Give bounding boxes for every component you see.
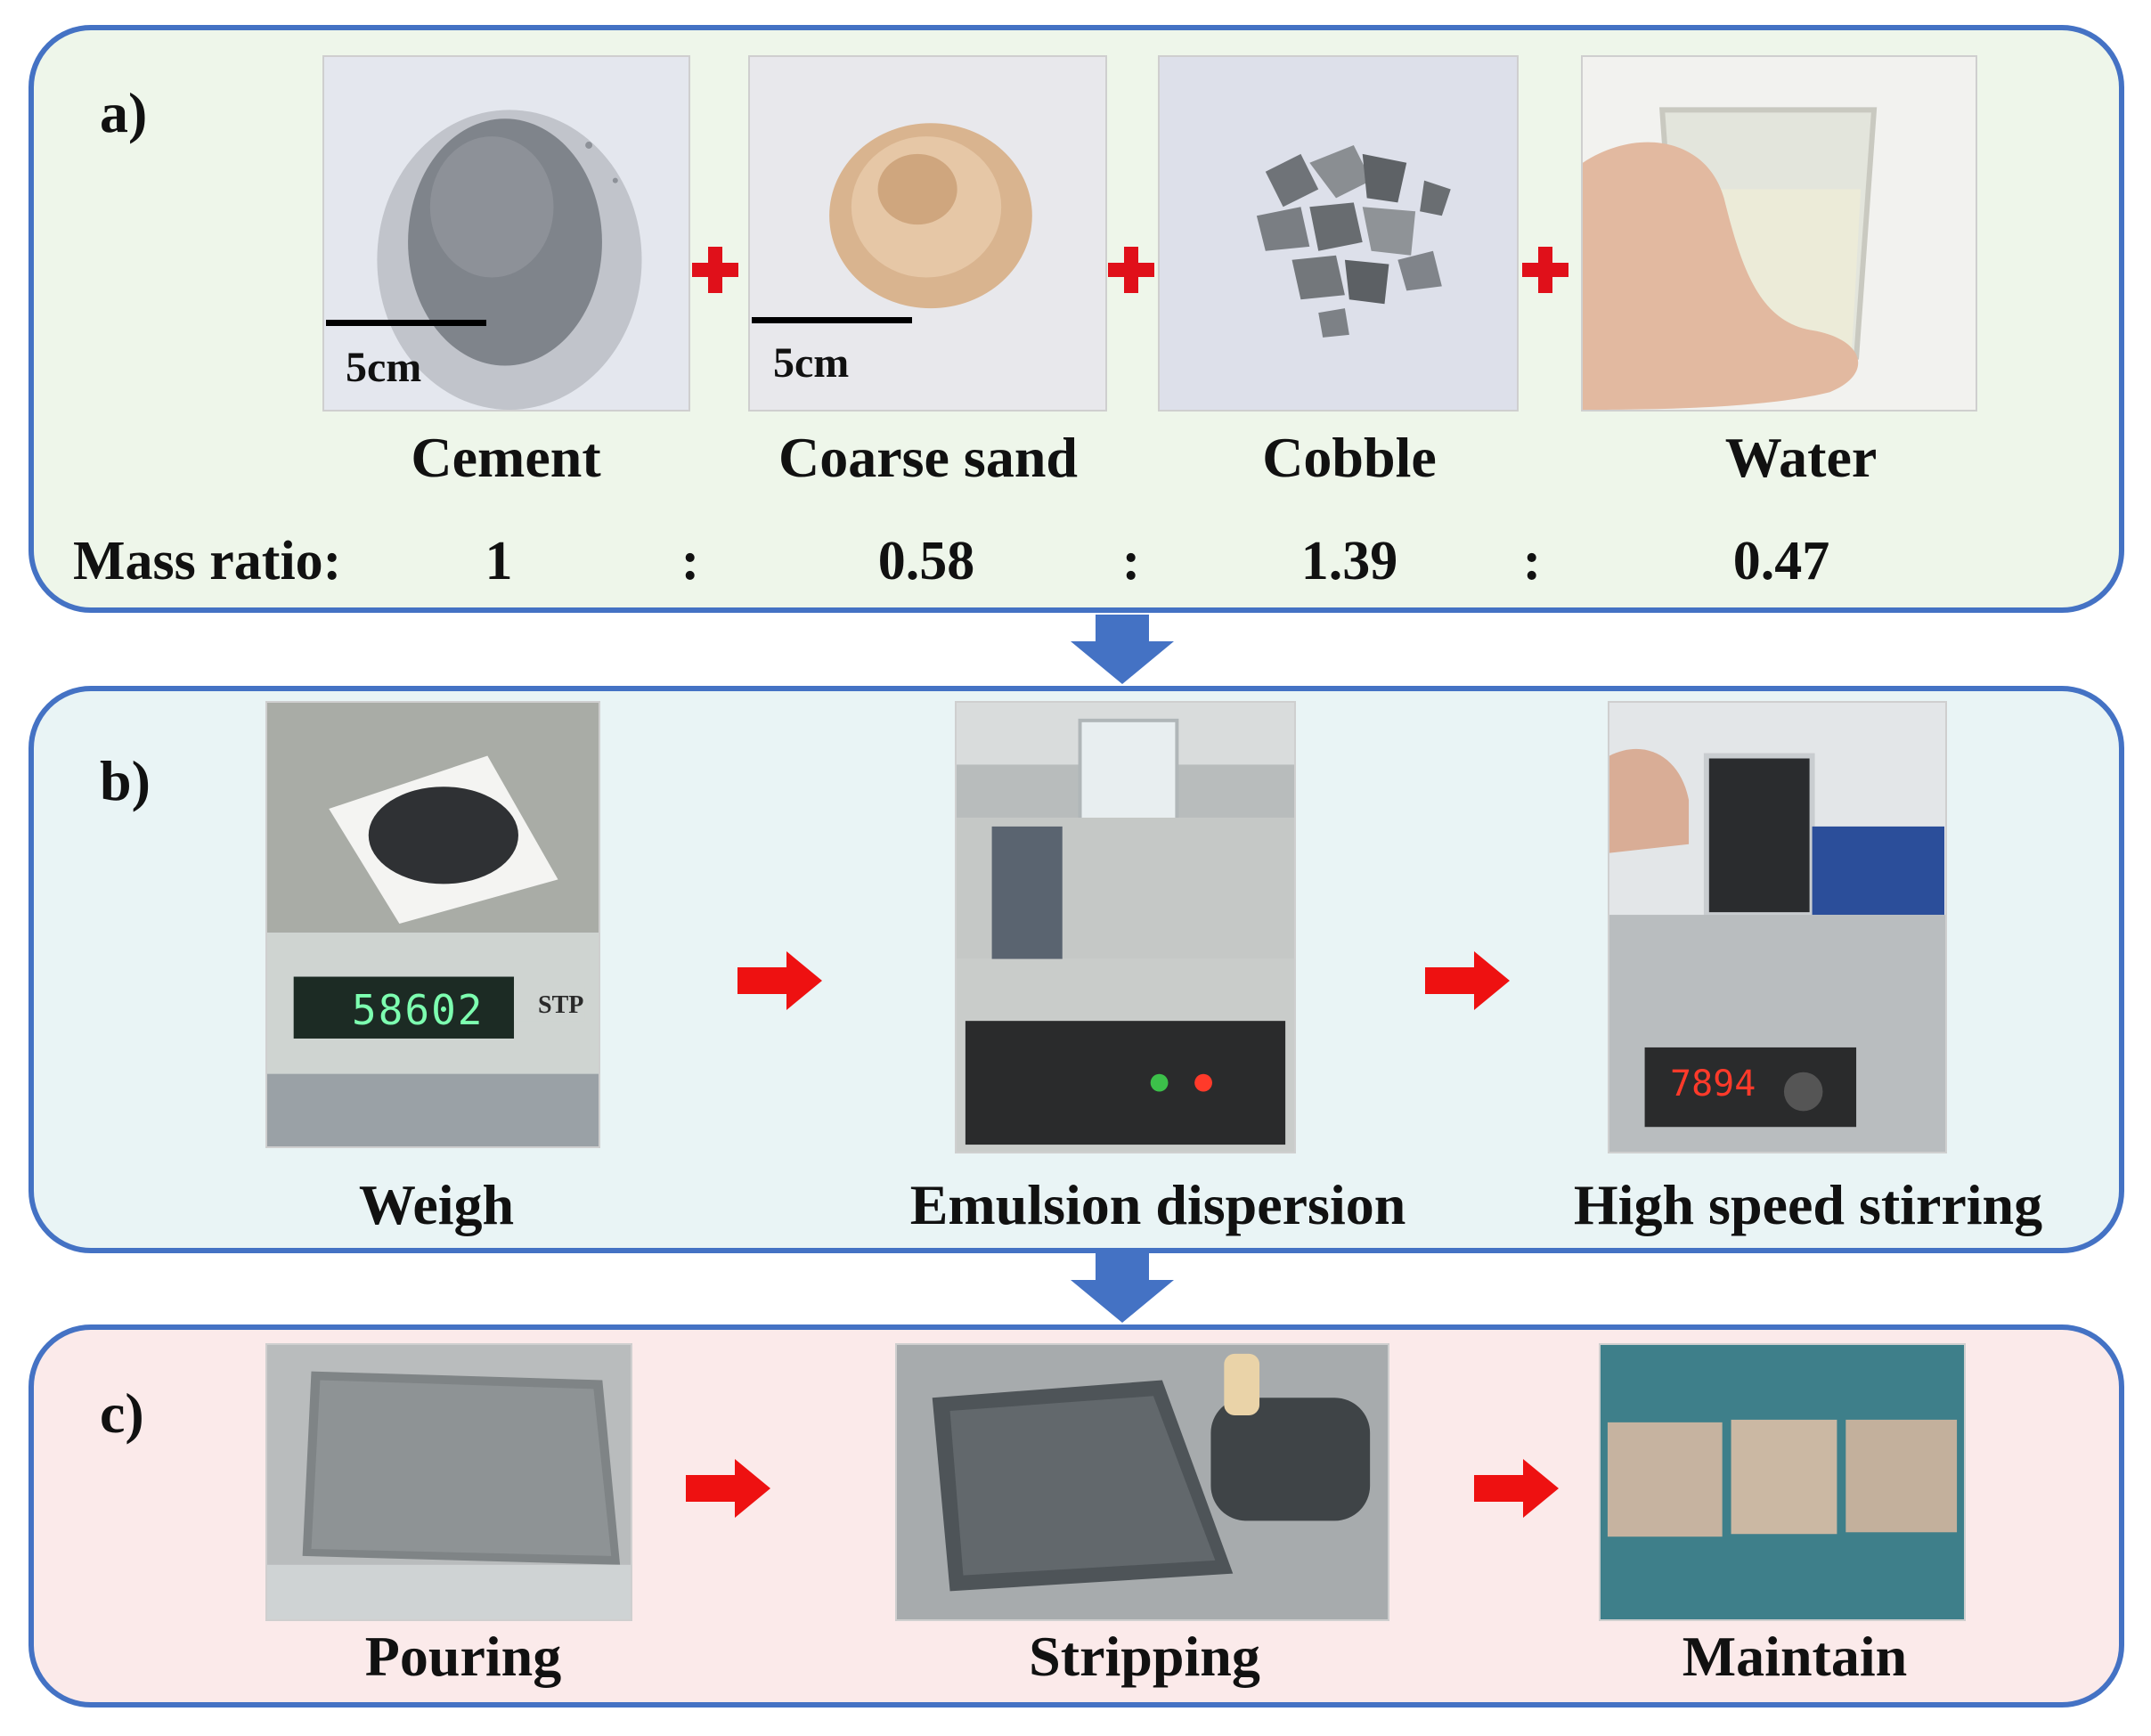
- caption-weigh: Weigh: [358, 1173, 515, 1236]
- sand-scale-bar: [752, 317, 912, 323]
- caption-cement: Cement: [411, 426, 601, 489]
- maintain-photo: [1599, 1343, 1966, 1621]
- plus-icon: [1104, 243, 1158, 297]
- cement-scale-label: 5cm: [346, 344, 422, 391]
- ratio-separator: :: [1121, 531, 1141, 591]
- cement-scale-bar: [326, 320, 486, 326]
- caption-high-speed-stirring: High speed stirring: [1573, 1173, 2043, 1236]
- ratio-separator: :: [680, 531, 700, 591]
- caption-coarse-sand: Coarse sand: [778, 426, 1079, 489]
- stripping-photo: [895, 1343, 1389, 1621]
- panel-a-label: a): [100, 81, 148, 144]
- panel-c-label: c): [100, 1381, 144, 1445]
- sand-scale-label: 5cm: [773, 339, 850, 387]
- high-speed-stirring-photo: 7894: [1608, 701, 1947, 1153]
- weigh-photo: 58602 STP: [265, 701, 600, 1148]
- step-arrow-right-icon: [686, 1459, 770, 1518]
- flow-arrow-down-icon: [1069, 1251, 1176, 1324]
- pouring-photo: [265, 1343, 632, 1621]
- caption-stripping: Stripping: [1029, 1625, 1260, 1688]
- caption-water: Water: [1724, 426, 1878, 489]
- mass-ratio-water: 0.47: [1732, 531, 1830, 591]
- coarse-sand-photo: [748, 55, 1107, 412]
- caption-pouring: Pouring: [364, 1625, 562, 1688]
- flow-arrow-down-icon: [1069, 615, 1176, 686]
- caption-maintain: Maintain: [1682, 1625, 1908, 1688]
- mass-ratio-label: Mass ratio:: [73, 531, 342, 591]
- plus-icon: [1519, 243, 1572, 297]
- ratio-separator: :: [1522, 531, 1542, 591]
- caption-cobble: Cobble: [1262, 426, 1437, 489]
- emulsion-dispersion-photo: [955, 701, 1296, 1153]
- scale-brand: STP: [538, 991, 584, 1019]
- cobble-photo: [1158, 55, 1519, 412]
- mass-ratio-sand: 0.58: [877, 531, 975, 591]
- mass-ratio-cement: 1: [485, 531, 513, 591]
- water-photo: [1581, 55, 1977, 412]
- mass-ratio-cobble: 1.39: [1300, 531, 1398, 591]
- panel-b-label: b): [100, 749, 151, 812]
- scale-display-value: 58602: [352, 986, 485, 1034]
- cement-photo: [322, 55, 690, 412]
- step-arrow-right-icon: [1474, 1459, 1559, 1518]
- plus-icon: [688, 243, 742, 297]
- caption-emulsion-dispersion: Emulsion dispersion: [909, 1173, 1406, 1236]
- step-arrow-right-icon: [737, 951, 822, 1010]
- stirrer-display-value: 7894: [1670, 1064, 1756, 1104]
- step-arrow-right-icon: [1425, 951, 1510, 1010]
